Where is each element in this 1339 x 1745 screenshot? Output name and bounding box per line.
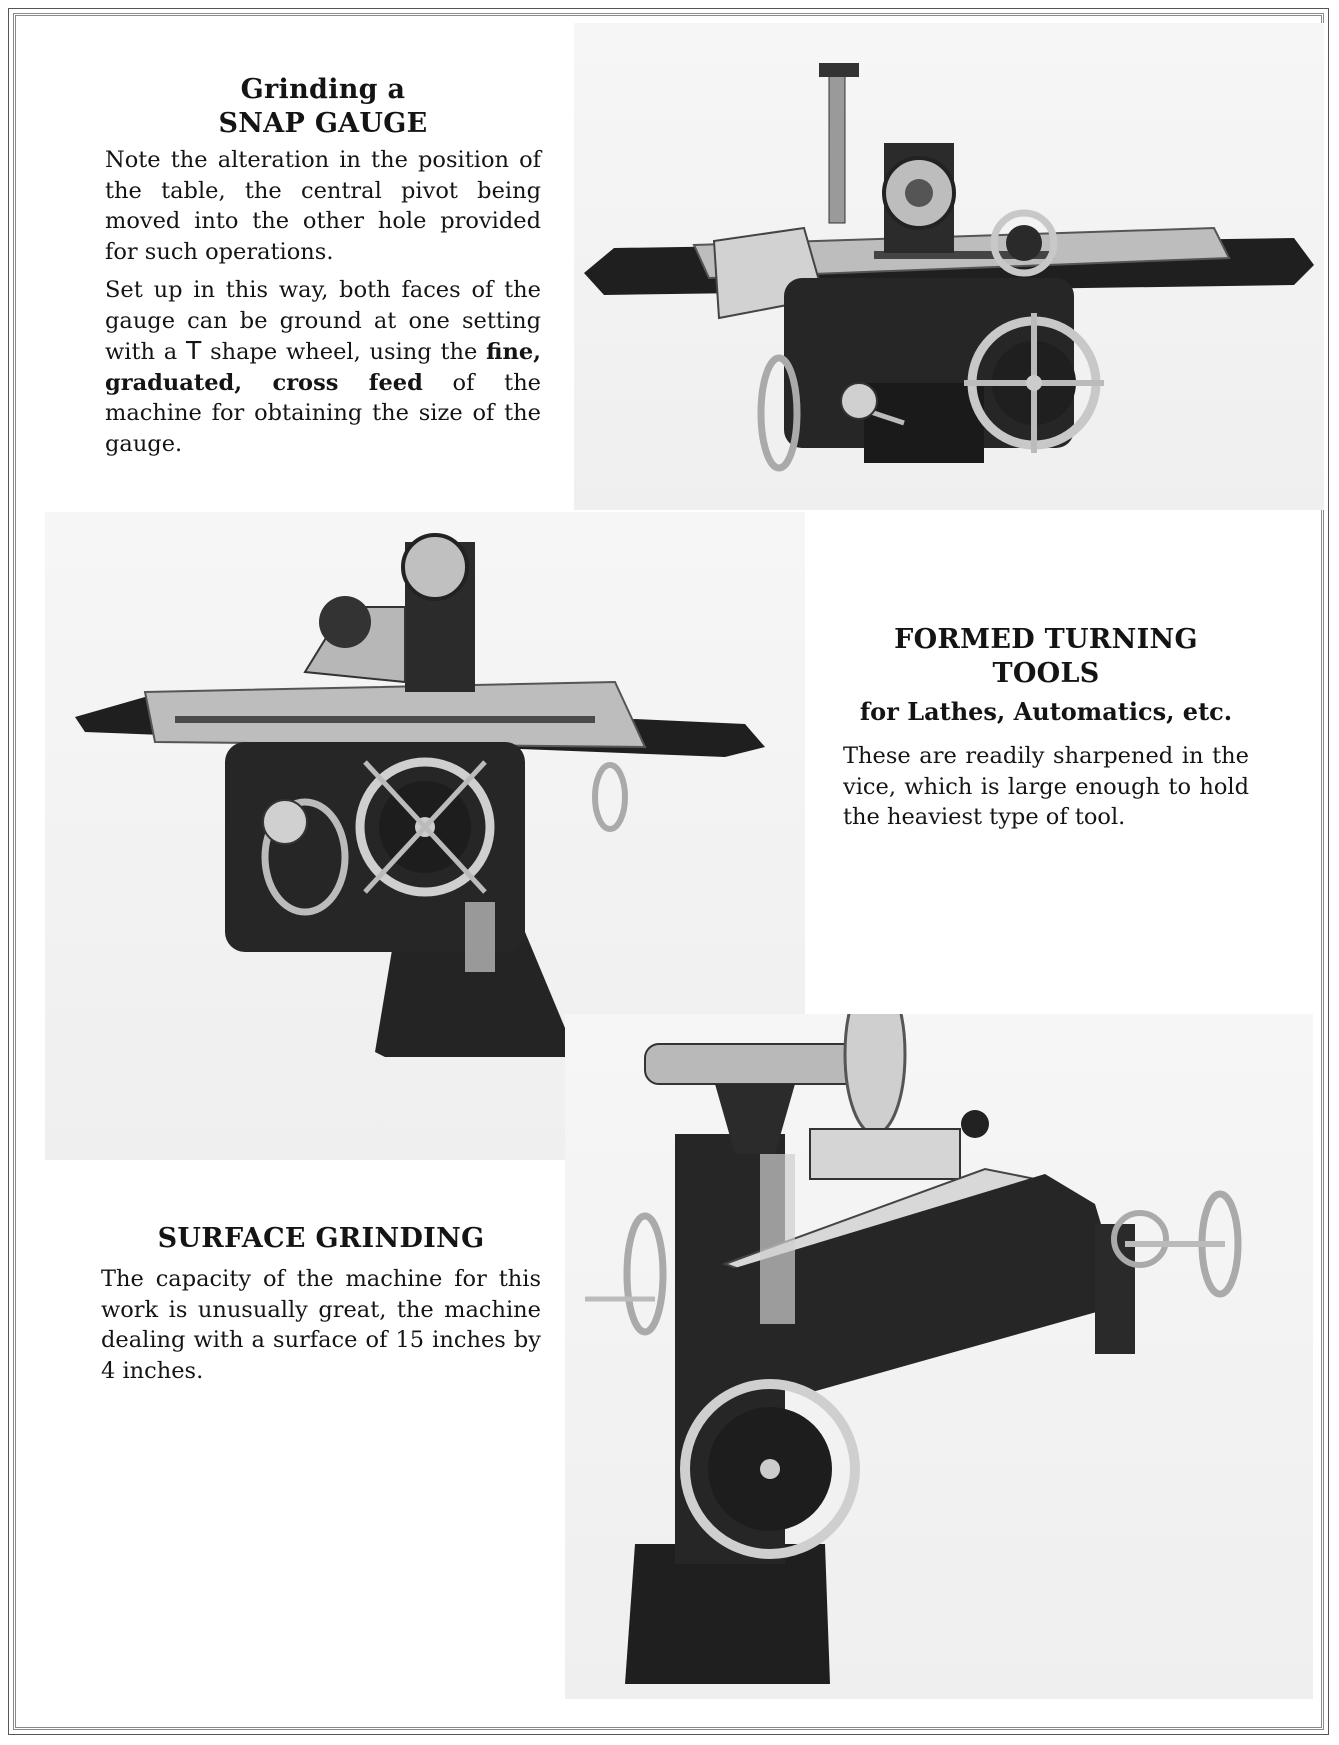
page-frame: Grinding a SNAP GAUGE Note the alteratio…: [8, 8, 1329, 1735]
formed-turning-tools-title-line2: TOOLS: [992, 658, 1100, 689]
snap-gauge-para2-mid: shape wheel, using the: [201, 339, 487, 365]
snap-gauge-para2-start: Set up in this way, both faces of the ga…: [105, 277, 541, 365]
snap-gauge-section: Grinding a SNAP GAUGE Note the alteratio…: [105, 73, 541, 467]
formed-turning-tools-section: FORMED TURNING TOOLS for Lathes, Automat…: [843, 623, 1249, 841]
snap-gauge-machine-photo: [574, 23, 1324, 510]
formed-turning-tools-machine-photo: [45, 512, 805, 1160]
formed-turning-tools-title-line1: FORMED TURNING: [894, 624, 1198, 655]
snap-gauge-title-line2: SNAP GAUGE: [218, 108, 428, 139]
snap-gauge-machine-illustration: [584, 63, 1314, 472]
surface-grinding-machine-illustration: [585, 1014, 1242, 1684]
snap-gauge-title-line1: Grinding a: [240, 74, 406, 105]
t-shape-glyph: T: [186, 336, 202, 365]
snap-gauge-para2-bold: fine, graduated, cross feed: [105, 339, 541, 396]
surface-grinding-title: SURFACE GRINDING: [157, 1223, 485, 1254]
surface-grinding-paragraph: The capacity of the machine for this wor…: [101, 1266, 541, 1384]
formed-turning-tools-machine-illustration: [75, 533, 765, 1057]
formed-turning-tools-subtitle: for Lathes, Automatics, etc.: [859, 697, 1233, 726]
snap-gauge-paragraph-2: Set up in this way, both faces of the ga…: [105, 275, 541, 459]
surface-grinding-section: SURFACE GRINDING The capacity of the mac…: [101, 1222, 541, 1394]
snap-gauge-para2-end: of the machine for obtaining the size of…: [105, 369, 541, 457]
snap-gauge-paragraph-1: Note the alteration in the position of t…: [105, 147, 541, 265]
surface-grinding-machine-photo: [565, 1014, 1313, 1699]
formed-turning-tools-paragraph: These are readily sharpened in the vice,…: [843, 743, 1249, 830]
